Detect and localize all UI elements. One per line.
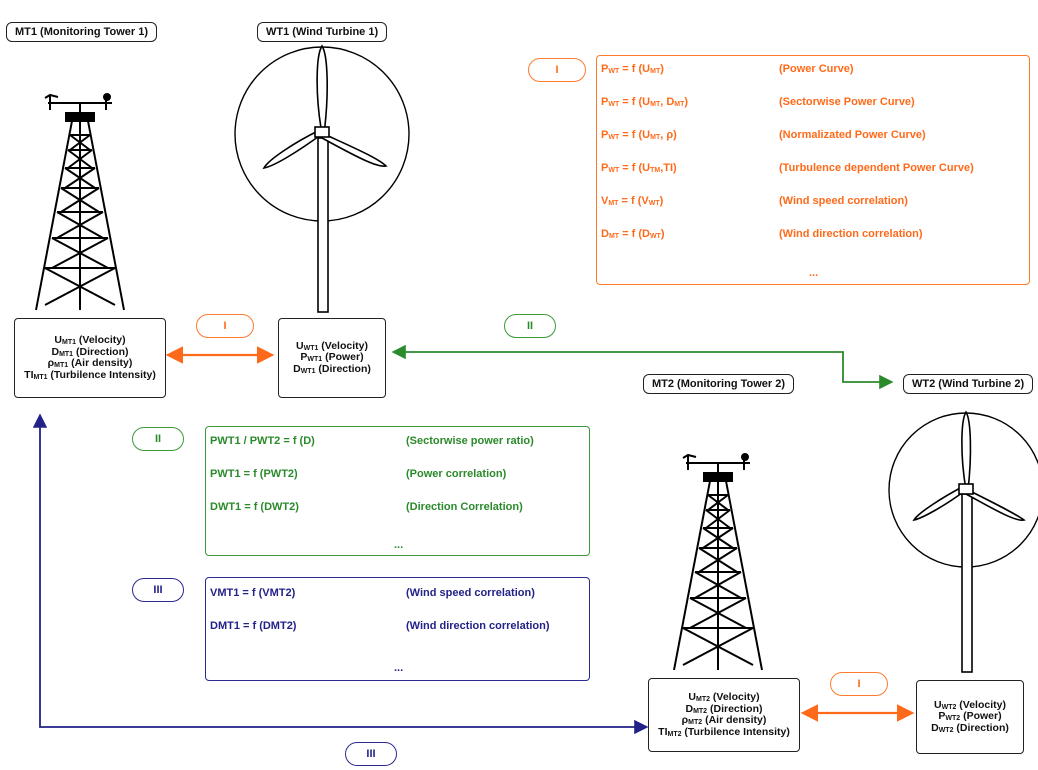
relation-iii-description: (Wind direction correlation): [406, 620, 550, 632]
label-mt2: MT2 (Monitoring Tower 2): [643, 374, 795, 394]
label-wt2: WT2 (Wind Turbine 2): [903, 374, 1034, 394]
relation-iii-formula: DMT1 = f (DMT2): [210, 620, 297, 632]
relation-ii-formula: PWT1 = f (PWT2): [210, 468, 298, 480]
mt1-variables-box: UMT1 (Velocity) DMT1 (Direction) ρMT1 (A…: [14, 318, 166, 398]
wt1-velocity: UWT1 (Velocity): [296, 339, 368, 352]
relation-ii-ellipsis: ...: [394, 539, 404, 551]
label-mt1: MT1 (Monitoring Tower 1): [6, 22, 158, 42]
relation-iii-box: VMT1 = f (VMT2) (Wind speed correlation) D…: [205, 577, 590, 681]
wt1-variables-box: UWT1 (Velocity) PWT1 (Power) DWT1 (Direc…: [278, 318, 386, 398]
mt1-air-density: ρMT1 (Air density): [47, 357, 133, 369]
monitoring-tower-2-icon: [673, 453, 763, 671]
relation-i-formula: DMT = f (DWT): [601, 228, 665, 240]
mt1-turbulence: TIMT1 (Turbilence Intensity): [24, 368, 156, 381]
label-wt1: WT1 (Wind Turbine 1): [257, 22, 388, 42]
relation-iii-arrow: [32, 413, 649, 735]
relation-i-formula: PWT = f (UMT, DMT): [601, 96, 689, 108]
relation-i-description: (Normalizated Power Curve): [779, 129, 926, 141]
relation-ii-description: (Power correlation): [406, 468, 507, 480]
wt2-variables-box: UWT2 (Velocity) PWT2 (Power) DWT2 (Direc…: [916, 680, 1024, 754]
relation-i-description: (Power Curve): [779, 63, 854, 75]
pill-i-bottom: I: [830, 672, 888, 696]
relation-i-description: (Wind speed correlation): [779, 195, 908, 207]
relation-i-description: (Turbulence dependent Power Curve): [779, 162, 974, 174]
pill-ii-top: II: [504, 314, 556, 338]
relation-ii-description: (Direction Correlation): [406, 501, 523, 513]
mt2-air-density: ρMT2 (Air density): [681, 714, 767, 726]
relation-i-description: (Wind direction correlation): [779, 228, 923, 240]
wt2-velocity: UWT2 (Velocity): [934, 698, 1006, 711]
mt2-velocity: UMT2 (Velocity): [688, 691, 760, 703]
pill-iii-box: III: [132, 578, 184, 602]
pill-i-top: I: [528, 58, 586, 82]
pill-i-mid: I: [196, 314, 254, 338]
relation-ii-formula: PWT1 / PWT2 = f (D): [210, 435, 315, 447]
mt2-variables-box: UMT2 (Velocity) DMT2 (Direction) ρMT2 (A…: [648, 678, 800, 752]
mt1-direction: DMT1 (Direction): [51, 345, 129, 358]
relation-i-description: (Sectorwise Power Curve): [779, 96, 915, 108]
mt2-direction: DMT2 (Direction): [685, 702, 763, 715]
wt2-direction: DWT2 (Direction): [931, 721, 1009, 734]
wt1-power: PWT1 (Power): [300, 351, 364, 364]
mt1-velocity: UMT1 (Velocity): [54, 334, 126, 346]
pill-ii-box: II: [132, 427, 184, 451]
mt2-turbulence: TIMT2 (Turbilence Intensity): [658, 725, 790, 738]
relation-iii-formula: VMT1 = f (VMT2): [210, 587, 296, 599]
wt2-power: PWT2 (Power): [938, 710, 1002, 723]
relation-ii-box: PWT1 / PWT2 = f (D) (Sectorwise power rat…: [205, 426, 590, 556]
relation-iii-ellipsis: ...: [394, 662, 404, 674]
relation-i-formula: PWT = f (UMT, ρ): [601, 129, 677, 141]
pill-iii-bottom: III: [345, 742, 397, 766]
wt1-direction: DWT1 (Direction): [293, 362, 371, 375]
relation-ii-formula: DWT1 = f (DWT2): [210, 501, 299, 513]
relation-i-box: PWT = f (UMT) (Power Curve) PWT = f (UMT, …: [596, 55, 1030, 285]
relation-i-ellipsis: ...: [809, 267, 819, 279]
monitoring-tower-1-icon: [35, 93, 125, 311]
relation-i-formula: VMT = f (VWT): [601, 195, 664, 207]
relation-ii-arrow: [391, 344, 894, 390]
wind-turbine-1-icon: [234, 44, 410, 313]
relation-i-formula: PWT = f (UMT): [601, 63, 664, 75]
relation-ii-description: (Sectorwise power ratio): [406, 435, 534, 447]
relation-i-formula: PWT = f (UTM,TI): [601, 162, 677, 174]
wind-turbine-2-icon: [888, 410, 1038, 673]
relation-iii-description: (Wind speed correlation): [406, 587, 535, 599]
